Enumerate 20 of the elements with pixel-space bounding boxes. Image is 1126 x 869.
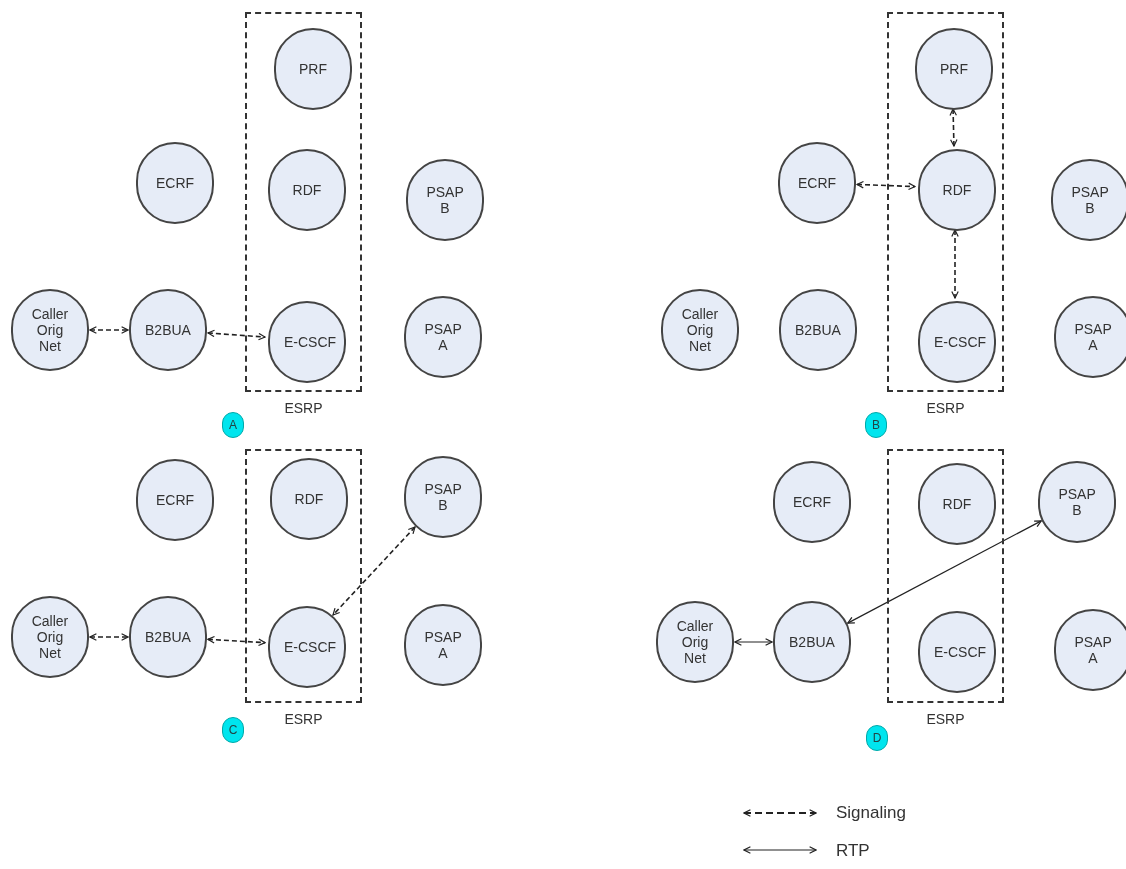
arrow bbox=[332, 526, 416, 616]
panel-letter-badge: A bbox=[222, 412, 244, 438]
arrow bbox=[207, 635, 266, 647]
arrow bbox=[734, 638, 773, 646]
panel-letter-badge: B bbox=[865, 412, 887, 438]
arrow bbox=[207, 329, 266, 341]
group-label: ESRP bbox=[284, 399, 323, 418]
panel-letter-badge: C bbox=[222, 717, 244, 743]
arrow bbox=[847, 520, 1042, 624]
group-label: ESRP bbox=[926, 710, 965, 729]
group-label: ESRP bbox=[926, 399, 965, 418]
arrow bbox=[951, 229, 959, 299]
legend-label: RTP bbox=[836, 839, 870, 862]
legend-label: Signaling bbox=[836, 802, 906, 824]
arrow bbox=[949, 108, 958, 147]
panel-letter-badge: D bbox=[866, 725, 888, 751]
arrow bbox=[856, 180, 916, 191]
group-label: ESRP bbox=[284, 710, 323, 729]
arrow bbox=[89, 326, 129, 334]
arrow bbox=[89, 633, 129, 641]
